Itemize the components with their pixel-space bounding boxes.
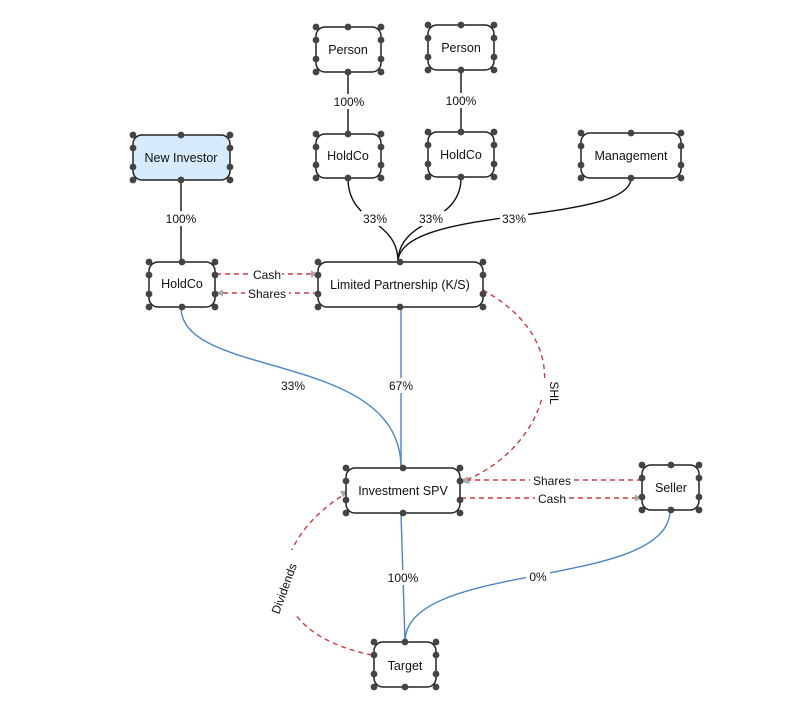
edge-label-seller-target: 0% <box>529 570 547 584</box>
node-new-investor[interactable]: New Investor <box>129 131 234 184</box>
node-label: HoldCo <box>327 149 369 163</box>
edge-seller-spv-shares[interactable]: Shares <box>461 473 642 488</box>
node-label: Limited Partnership (K/S) <box>330 278 470 292</box>
edge-label-holdco1-lp: 33% <box>363 212 387 226</box>
edge-holdco-spv[interactable]: 33% <box>180 306 402 469</box>
arrowhead-icon <box>635 494 642 502</box>
edge-holdco-lp-cash[interactable]: Cash <box>216 267 318 282</box>
edge-label-management-lp: 33% <box>502 212 526 226</box>
node-target[interactable]: Target <box>370 638 440 691</box>
node-label: Person <box>328 43 368 57</box>
node-label: HoldCo <box>161 277 203 291</box>
edge-label-cash-lp: Cash <box>253 268 281 282</box>
connection-handles <box>312 130 385 182</box>
node-label: Person <box>441 41 481 55</box>
node-label: Investment SPV <box>358 484 448 498</box>
edge-label-shares-holdco: Shares <box>248 287 286 301</box>
edge-lp-spv[interactable]: 67% <box>387 307 415 468</box>
node-person-2[interactable]: Person <box>424 21 498 74</box>
node-limited-partnership[interactable]: Limited Partnership (K/S) <box>314 258 487 311</box>
edge-label-newinvestor-holdco: 100% <box>166 212 197 226</box>
node-holdco-investor[interactable]: HoldCo <box>145 258 219 311</box>
connection-handles <box>424 128 498 181</box>
connection-handles <box>638 461 703 514</box>
node-seller[interactable]: Seller <box>638 461 703 514</box>
edge-target-spv-dividends[interactable]: Dividends <box>269 491 373 656</box>
edge-lp-spv-shl[interactable]: SHL <box>461 289 561 484</box>
edge-holdco1-lp[interactable]: 33% <box>347 177 399 263</box>
edge-label-shl: SHL <box>547 381 561 405</box>
edge-person1-holdco1[interactable]: 100% <box>331 72 367 134</box>
node-holdco-1[interactable]: HoldCo <box>312 130 385 182</box>
connection-handles <box>129 131 234 184</box>
edge-management-lp[interactable]: 33% <box>397 177 632 263</box>
edges-layer: 100% 100% 100% 33% 33% <box>163 70 671 656</box>
edge-label-person1-holdco1: 100% <box>334 95 365 109</box>
edge-label-shares-spv: Shares <box>533 474 571 488</box>
edge-holdco2-lp[interactable]: 33% <box>397 177 462 263</box>
arrowhead-icon <box>461 476 468 484</box>
edge-label-person2-holdco2: 100% <box>446 94 477 108</box>
edge-label-spv-target: 100% <box>388 571 419 585</box>
arrowhead-icon <box>311 270 318 278</box>
node-label: HoldCo <box>440 148 482 162</box>
edge-label-cash-seller: Cash <box>538 492 566 506</box>
connection-handles <box>577 129 685 182</box>
node-label: Management <box>595 149 668 163</box>
edge-label-holdco-spv: 33% <box>281 379 305 393</box>
edge-spv-seller-cash[interactable]: Cash <box>461 491 642 506</box>
node-label: Seller <box>655 481 687 495</box>
connection-handles <box>314 258 487 311</box>
node-management[interactable]: Management <box>577 129 685 182</box>
edge-person2-holdco2[interactable]: 100% <box>443 70 479 132</box>
edge-lp-holdco-shares[interactable]: Shares <box>216 286 318 301</box>
node-investment-spv[interactable]: Investment SPV <box>342 464 464 517</box>
connection-handles <box>370 638 440 691</box>
node-holdco-2[interactable]: HoldCo <box>424 128 498 181</box>
edge-seller-target[interactable]: 0% <box>404 509 671 643</box>
edge-spv-target[interactable]: 100% <box>385 512 421 643</box>
arrowhead-icon <box>216 289 223 297</box>
node-label: New Investor <box>145 151 218 165</box>
nodes-layer: Person Person New Investor <box>129 21 703 691</box>
connection-handles <box>424 21 498 74</box>
edge-label-holdco2-lp: 33% <box>419 212 443 226</box>
edge-label-lp-spv: 67% <box>389 379 413 393</box>
node-label: Target <box>388 659 423 673</box>
connection-handles <box>342 464 464 517</box>
node-person-1[interactable]: Person <box>312 23 385 76</box>
connection-handles <box>312 23 385 76</box>
edge-newinvestor-holdco[interactable]: 100% <box>163 180 199 262</box>
connection-handles <box>145 258 219 311</box>
